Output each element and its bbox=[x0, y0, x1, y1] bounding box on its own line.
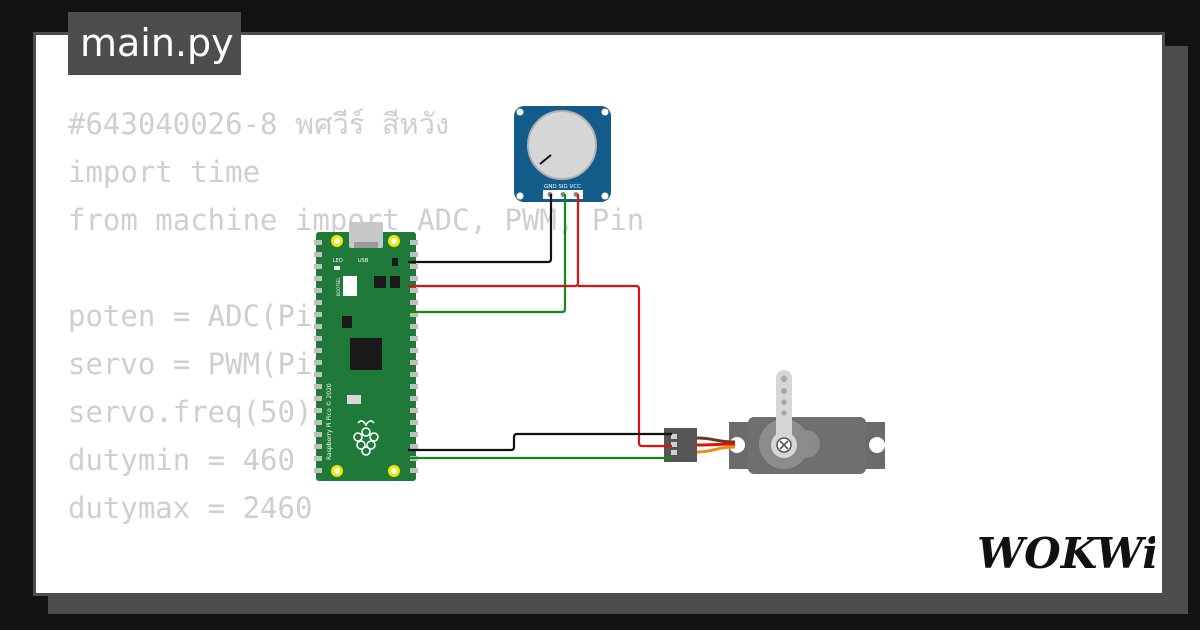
code-line: dutymin = 460 bbox=[68, 443, 295, 477]
wokwi-logo: WOKWi bbox=[975, 528, 1158, 582]
wire-servo-gnd[interactable] bbox=[408, 432, 672, 452]
code-preview: #643040026-8 พศวีร์ สีหวัง import time fro… bbox=[68, 100, 644, 532]
led-label: LED bbox=[333, 258, 343, 264]
bootsel-button[interactable] bbox=[343, 276, 357, 296]
usb-label: USB bbox=[358, 258, 369, 264]
raspberry-logo bbox=[353, 420, 379, 456]
wire-pot-gnd[interactable] bbox=[408, 194, 553, 264]
potentiometer-knob[interactable] bbox=[527, 110, 597, 180]
code-line: from machine import ADC, PWM, Pin bbox=[68, 203, 645, 237]
usb-connector bbox=[349, 222, 383, 248]
code-line: #643040026-8 พศวีร์ สีหวัง bbox=[68, 107, 450, 141]
pico-board[interactable]: LED USB BOOTSEL Raspberry Pi Pico © 2020 bbox=[314, 222, 418, 481]
file-tab[interactable]: main.py bbox=[68, 12, 241, 75]
wire-pot-vcc[interactable] bbox=[408, 194, 580, 288]
code-line: servo.freq(50) bbox=[68, 395, 313, 429]
servo-motor[interactable] bbox=[664, 370, 885, 474]
code-line: import time bbox=[68, 155, 261, 189]
servo-horn[interactable] bbox=[776, 370, 792, 445]
potentiometer[interactable]: GND SIG VCC bbox=[514, 106, 611, 202]
rp2040-chip bbox=[350, 338, 382, 370]
bootsel-label: BOOTSEL bbox=[336, 277, 341, 296]
code-line: dutymax = 2460 bbox=[68, 491, 313, 525]
wire-pot-sig[interactable] bbox=[408, 194, 567, 314]
wire-servo-vcc[interactable] bbox=[578, 284, 672, 448]
svg-text:WOKWi: WOKWi bbox=[977, 529, 1155, 578]
pot-pin-labels: GND SIG VCC bbox=[544, 184, 581, 190]
board-silkscreen: Raspberry Pi Pico © 2020 bbox=[326, 383, 333, 460]
pico-pins bbox=[314, 240, 418, 473]
wires bbox=[408, 194, 672, 460]
